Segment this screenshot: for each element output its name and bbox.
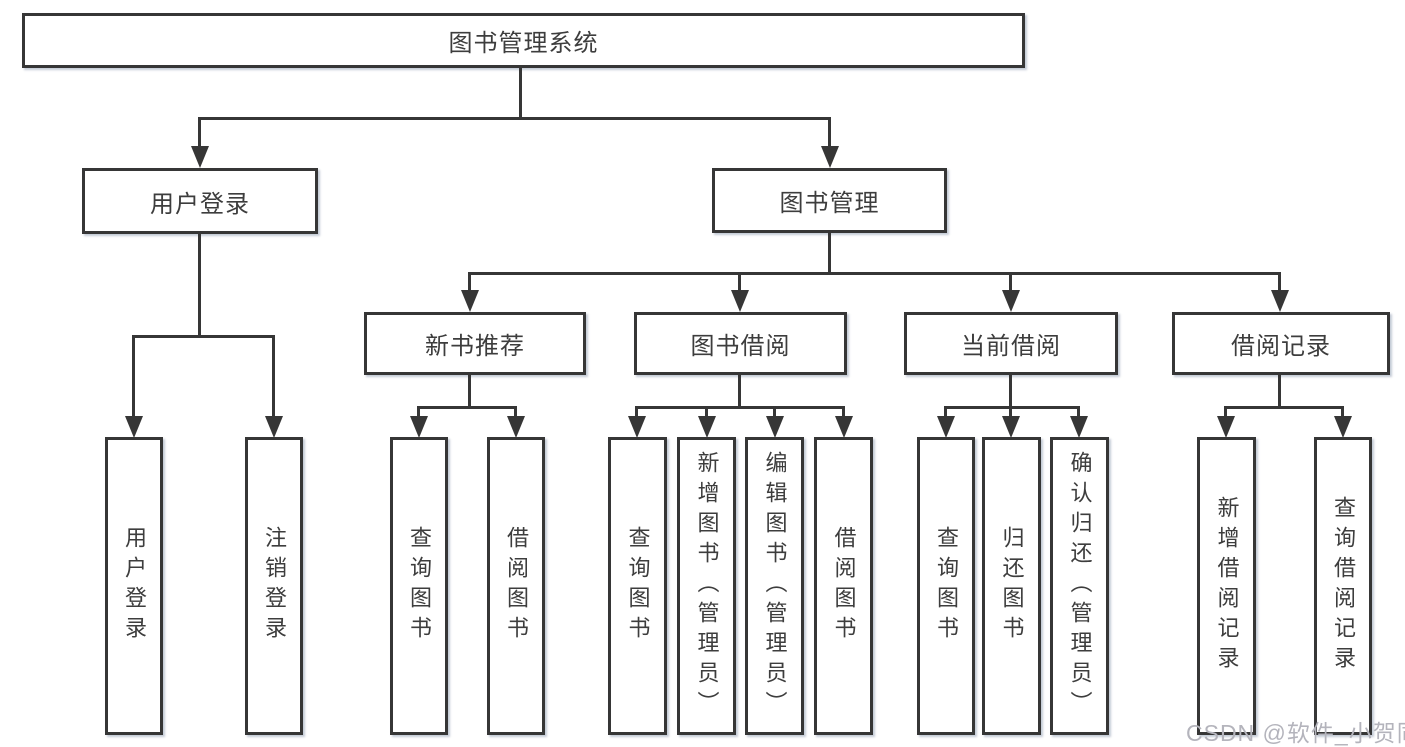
connector-drop-book-borrow [738,272,741,292]
leaf-cur-return-books: 归还图书 [982,437,1041,735]
arrowhead-records-query [1334,416,1352,438]
connector-drop-borrow-query [635,406,638,418]
node-book-borrow: 图书借阅 [634,312,847,375]
arrowhead-borrow-edit [766,416,784,438]
connector-drop-user-login [198,117,201,148]
arrowhead-current-borrow [1002,290,1020,312]
connector-borrow-records-stem [1278,375,1281,408]
arrowhead-user-login [191,146,209,168]
leaf-records-add: 新增借阅记录 [1197,437,1256,735]
leaf-borrow-add-books-label: 新增图书（管理员） [694,451,720,721]
connector-drop-leaf-logout [272,335,275,417]
connector-new-book-rec-rail [418,406,517,409]
arrowhead-records-add [1217,416,1235,438]
arrowhead-leaf-logout [265,416,283,438]
leaf-user-login: 用户登录 [105,437,163,735]
connector-drop-records-add [1224,406,1227,418]
connector-drop-new-book-rec [468,272,471,292]
connector-user-login-rail [133,335,275,338]
connector-drop-cur-return [1009,406,1012,418]
node-book-borrow-label: 图书借阅 [690,333,791,360]
node-user-login-label: 用户登录 [150,190,250,218]
leaf-cur-confirm-return: 确认归还（管理员） [1050,437,1109,735]
connector-level1-rail [199,117,831,120]
node-user-login: 用户登录 [82,168,318,234]
leaf-rec-query-books-label: 查询图书 [407,526,432,646]
connector-level2-rail [469,272,1281,275]
leaf-logout-label: 注销登录 [262,526,287,646]
leaf-rec-borrow-books-label: 借阅图书 [504,526,529,646]
arrowhead-rec-borrow [507,416,525,438]
csdn-watermark: CSDN @软件_小贺同学 [1186,720,1405,746]
connector-borrow-records-rail [1225,406,1344,409]
arrowhead-new-book-rec [461,290,479,312]
connector-user-login-stem [198,234,201,336]
leaf-records-add-label: 新增借阅记录 [1214,496,1240,676]
connector-drop-cur-confirm [1077,406,1080,418]
leaf-cur-return-books-label: 归还图书 [999,526,1025,646]
leaf-user-login-label: 用户登录 [122,526,147,646]
node-new-book-rec: 新书推荐 [364,312,586,375]
node-book-mgmt: 图书管理 [712,168,947,233]
leaf-logout: 注销登录 [245,437,303,735]
arrowhead-borrow-query [628,416,646,438]
arrowhead-book-borrow [731,290,749,312]
leaf-borrow-query-books: 查询图书 [608,437,667,735]
connector-new-book-rec-stem [468,375,471,408]
leaf-records-query: 查询借阅记录 [1314,437,1372,735]
arrowhead-borrow-add [698,416,716,438]
node-new-book-rec-label: 新书推荐 [425,333,525,360]
arrowhead-cur-confirm [1070,416,1088,438]
arrowhead-cur-query [937,416,955,438]
connector-current-borrow-stem [1009,375,1012,408]
connector-drop-records-query [1341,406,1344,418]
connector-book-borrow-rail [636,406,845,409]
leaf-rec-query-books: 查询图书 [390,437,448,735]
connector-drop-rec-borrow [514,406,517,418]
node-borrow-records-label: 借阅记录 [1231,333,1331,360]
leaf-borrow-edit-books-label: 编辑图书（管理员） [762,451,788,721]
node-book-mgmt-label: 图书管理 [779,190,880,217]
leaf-cur-query-books-label: 查询图书 [934,526,959,646]
arrowhead-book-mgmt [821,146,839,168]
leaf-borrow-edit-books: 编辑图书（管理员） [745,437,804,735]
connector-current-borrow-rail [945,406,1080,409]
connector-drop-book-mgmt [828,117,831,148]
arrowhead-rec-query [410,416,428,438]
leaf-borrow-query-books-label: 查询图书 [625,526,651,646]
connector-book-borrow-stem [738,375,741,408]
connector-drop-current-borrow [1009,272,1012,292]
connector-root-stem [519,68,522,118]
connector-drop-rec-query [417,406,420,418]
node-root-label: 图书管理系统 [448,30,599,57]
connector-drop-leaf-login [132,335,135,417]
arrowhead-borrow-records [1271,290,1289,312]
connector-drop-cur-query [944,406,947,418]
leaf-rec-borrow-books: 借阅图书 [487,437,545,735]
node-current-borrow-label: 当前借阅 [961,333,1061,360]
leaf-borrow-borrow-books-label: 借阅图书 [831,526,857,646]
arrowhead-cur-return [1002,416,1020,438]
connector-book-mgmt-stem [828,233,831,274]
node-root: 图书管理系统 [22,13,1025,68]
connector-drop-borrow-borrow [842,406,845,418]
connector-drop-borrow-edit [773,406,776,418]
arrowhead-borrow-borrow [835,416,853,438]
leaf-borrow-borrow-books: 借阅图书 [814,437,873,735]
node-borrow-records: 借阅记录 [1172,312,1390,375]
leaf-borrow-add-books: 新增图书（管理员） [677,437,736,735]
node-current-borrow: 当前借阅 [904,312,1118,375]
leaf-records-query-label: 查询借阅记录 [1331,496,1356,676]
leaf-cur-confirm-return-label: 确认归还（管理员） [1067,451,1093,721]
connector-drop-borrow-records [1278,272,1281,292]
leaf-cur-query-books: 查询图书 [917,437,975,735]
connector-drop-borrow-add [705,406,708,418]
arrowhead-leaf-login [125,416,143,438]
